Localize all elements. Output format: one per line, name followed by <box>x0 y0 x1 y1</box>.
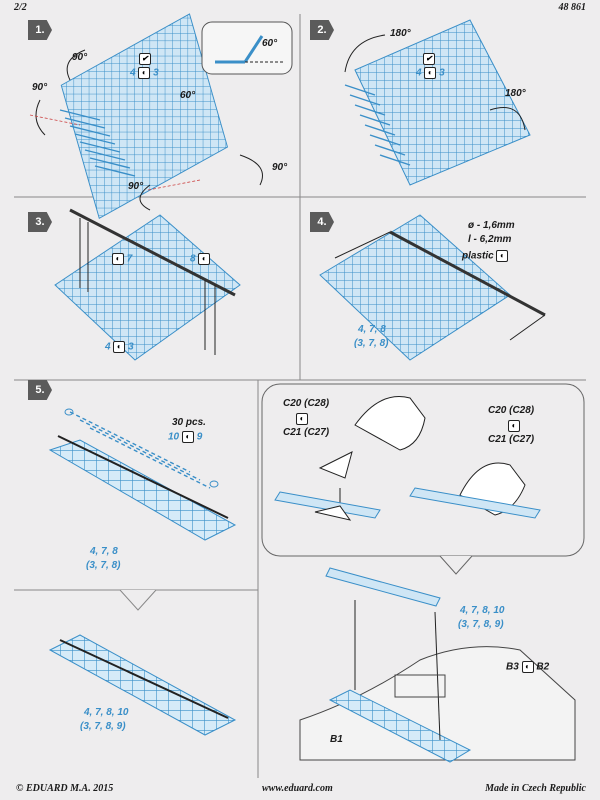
step-badge-1: 1. <box>28 20 52 40</box>
angle-label: 180° <box>505 88 526 99</box>
side-icon: ◐ <box>496 250 509 262</box>
side-icon: ◐ <box>521 661 534 673</box>
refs-line1: 4, 7, 8 <box>358 324 386 335</box>
step2-drawing <box>344 19 531 186</box>
angle-label: 60° <box>180 90 196 101</box>
side-icon: ◐ <box>424 67 437 79</box>
angle-label: 90° <box>72 52 88 63</box>
part-number-a: 4 <box>416 67 422 79</box>
bottom-left-drawing <box>48 589 237 736</box>
piece-count: 30 pcs. <box>172 417 206 428</box>
step1-drawing <box>29 13 293 219</box>
part-number-b: 9 <box>196 431 203 443</box>
part-number: 8 <box>190 253 196 265</box>
step-badge-2: 2. <box>310 20 334 40</box>
part-ref: 4 ◐ 3 <box>130 67 159 79</box>
side-icon: ◐ <box>508 420 520 432</box>
check-icon: ✔ <box>423 53 435 65</box>
refs-line1: 4, 7, 8, 10 <box>460 605 505 616</box>
step-badge-4: 4. <box>310 212 334 232</box>
part-ref: 4 ◐ 3 <box>105 341 134 353</box>
part-number-a: 4 <box>105 341 111 353</box>
origin: Made in Czech Republic <box>485 783 586 794</box>
part-ref: 8 ◐ <box>190 253 211 265</box>
page-number: 2/2 <box>14 2 27 13</box>
part-ref: 10 ◐ 9 <box>168 431 202 443</box>
product-code: 48 861 <box>558 2 587 13</box>
part-b3: B3 <box>506 661 519 673</box>
step-badge-3: 3. <box>28 212 52 232</box>
refs-line2: (3, 7, 8) <box>86 560 121 571</box>
refs-line1: 4, 7, 8, 10 <box>84 707 129 718</box>
refs-line1: 4, 7, 8 <box>90 546 118 557</box>
step3-drawing <box>54 208 241 361</box>
part-b1: B1 <box>330 734 343 745</box>
side-icon: ◐ <box>138 67 151 79</box>
rod-length: l - 6,2mm <box>468 234 512 245</box>
part-number: 7 <box>126 253 133 265</box>
refs-line2: (3, 7, 8, 9) <box>80 721 126 732</box>
part-number-b: 3 <box>128 341 134 353</box>
part-number-b: 3 <box>439 67 445 79</box>
side-icon: ◐ <box>198 253 211 265</box>
check-icon: ✔ <box>139 53 151 65</box>
side-icon: ◐ <box>181 431 194 443</box>
angle-label: 90° <box>128 181 144 192</box>
part-c21: C21 (C27) <box>488 434 535 445</box>
part-b2: B2 <box>536 661 550 673</box>
part-c20: C20 (C28) <box>488 405 535 416</box>
refs-line2: (3, 7, 8, 9) <box>458 619 504 630</box>
part-ref: ◐ 7 <box>112 253 132 265</box>
bottom-right-drawing <box>299 567 576 763</box>
rod-diameter: ø - 1,6mm <box>468 220 515 231</box>
refs-line2: (3, 7, 8) <box>354 338 389 349</box>
material-text: plastic <box>462 250 494 262</box>
part-number-a: 4 <box>130 67 136 79</box>
side-icon: ◐ <box>112 253 124 265</box>
step-badge-5: 5. <box>28 380 52 400</box>
part-c20: C20 (C28) <box>283 398 330 409</box>
step4-drawing <box>319 214 546 361</box>
inset-drawing <box>261 383 585 575</box>
angle-label: 180° <box>390 28 411 39</box>
angle-label: 90° <box>32 82 48 93</box>
copyright: © EDUARD M.A. 2015 <box>16 783 114 794</box>
website: www.eduard.com <box>262 783 333 794</box>
step5-drawing <box>48 408 237 541</box>
side-icon: ◐ <box>113 341 126 353</box>
angle-label: 90° <box>272 162 288 173</box>
part-number-b: 3 <box>153 67 159 79</box>
side-icon: ◐ <box>296 413 308 425</box>
material-label: plastic ◐ <box>462 250 509 262</box>
part-number-a: 10 <box>168 431 180 443</box>
part-ref: 4 ◐ 3 <box>416 67 445 79</box>
part-c21: C21 (C27) <box>283 427 330 438</box>
inset-angle: 60° <box>262 38 278 49</box>
part-ref-b: B3 ◐ B2 <box>506 661 549 673</box>
